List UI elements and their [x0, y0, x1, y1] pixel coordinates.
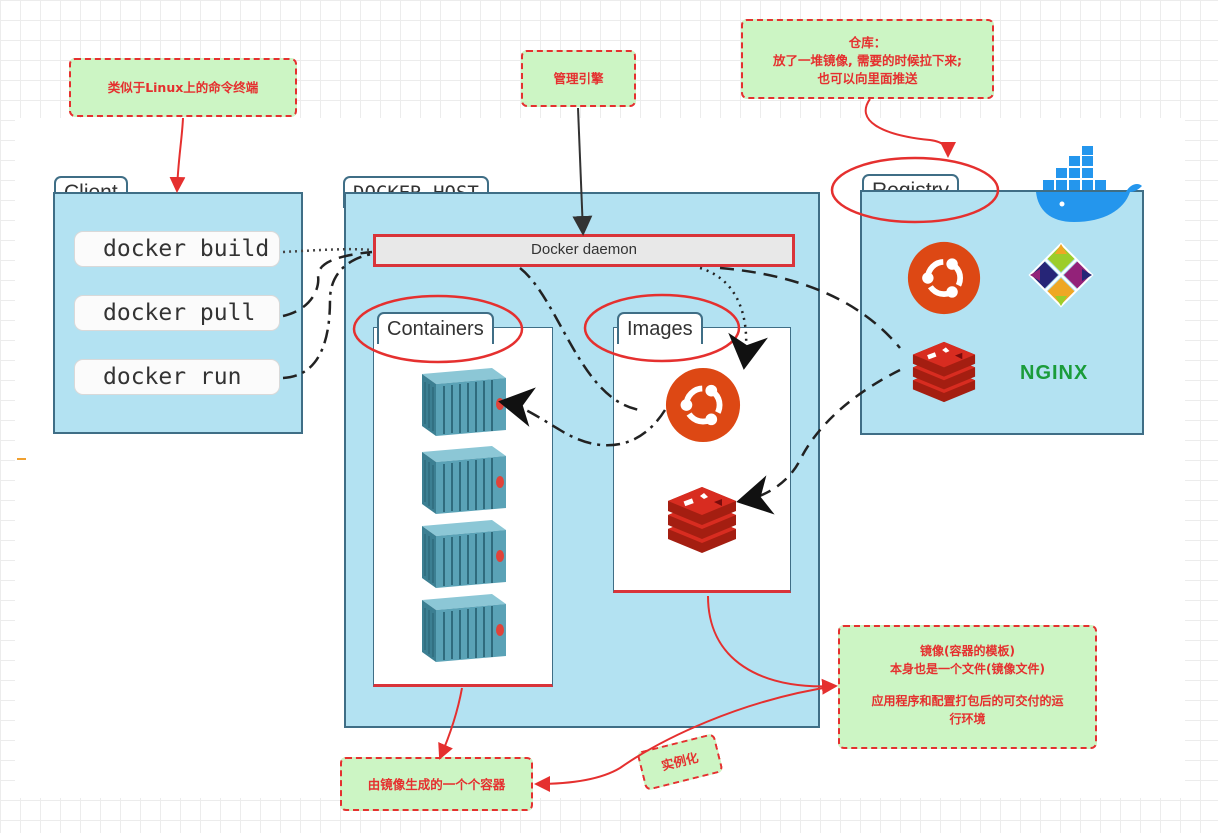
- container-note: 由镜像生成的一个个容器: [340, 757, 533, 811]
- docker-run-command: docker run: [74, 359, 280, 395]
- ubuntu-image-icon: [664, 366, 742, 444]
- containers-tab: Containers: [377, 312, 494, 344]
- registry-panel: [860, 190, 1144, 435]
- registry-note: 仓库： 放了一堆镜像, 需要的时候拉下来; 也可以向里面推送: [741, 19, 994, 99]
- docker-whale-icon: [1036, 146, 1142, 222]
- registry-note-line1: 放了一堆镜像, 需要的时候拉下来;: [772, 53, 963, 68]
- registry-note-line2: 也可以向里面推送: [817, 71, 918, 86]
- containers-title: Containers: [387, 318, 484, 340]
- container-icon-1: [412, 360, 512, 440]
- container-icon-2: [412, 438, 512, 518]
- image-note: 镜像(容器的模板) 本身也是一个文件(镜像文件) 应用程序和配置打包后的可交付的…: [838, 625, 1097, 749]
- image-note-line4: 行环境: [949, 712, 986, 726]
- container-icon-3: [412, 512, 512, 592]
- engine-note: 管理引擎: [521, 50, 636, 107]
- ubuntu-registry-icon: [906, 240, 982, 316]
- engine-note-text: 管理引擎: [553, 71, 604, 86]
- client-note-text: 类似于Linux上的命令终端: [107, 80, 259, 95]
- centos-logo-icon: [1028, 242, 1094, 308]
- container-note-text: 由镜像生成的一个个容器: [367, 777, 506, 792]
- docker-daemon-bar: Docker daemon: [373, 234, 795, 267]
- instantiate-label-text: 实例化: [659, 749, 700, 774]
- redis-image-icon: [662, 485, 742, 555]
- images-title: Images: [627, 318, 693, 340]
- image-note-line3: 应用程序和配置打包后的可交付的运: [871, 694, 1064, 708]
- image-note-line1: 镜像(容器的模板): [920, 644, 1015, 658]
- nginx-logo: NGINX: [1020, 362, 1089, 384]
- docker-pull-command: docker pull: [74, 295, 280, 331]
- image-note-line2: 本身也是一个文件(镜像文件): [890, 662, 1045, 676]
- container-icon-4: [412, 586, 512, 666]
- images-tab: Images: [617, 312, 703, 344]
- redis-registry-icon: [904, 340, 984, 404]
- registry-note-title: 仓库：: [848, 35, 887, 50]
- docker-build-command: docker build: [74, 231, 280, 267]
- client-note: 类似于Linux上的命令终端: [69, 58, 297, 117]
